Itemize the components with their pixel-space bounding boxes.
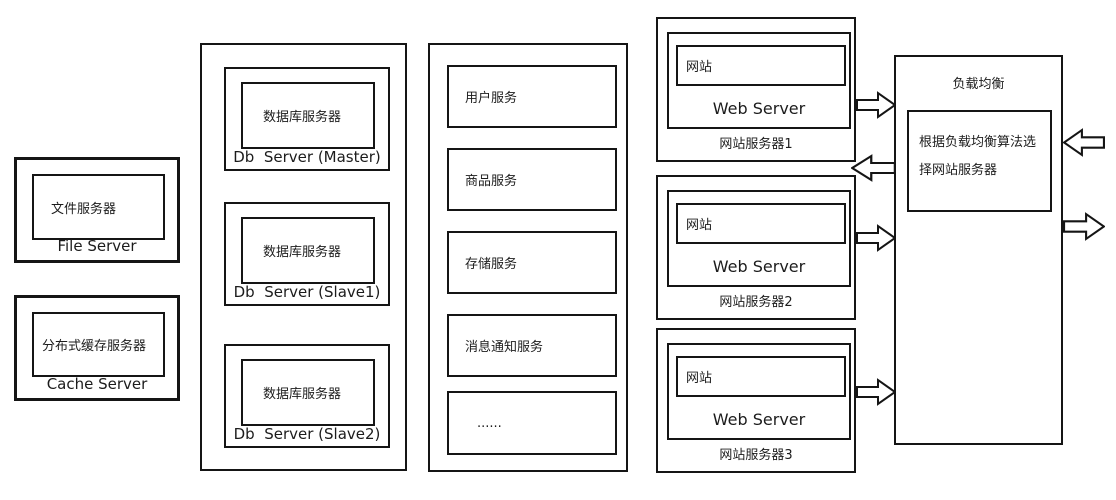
cache-server-box: 分布式缓存服务器 (32, 312, 165, 377)
load-balancer-box: 负载均衡 根据负载均衡算法选择网站服务器 (894, 55, 1063, 445)
cache-server-cn-label: 分布式缓存服务器 (42, 339, 147, 354)
web-server-1-caption: 网站服务器1 (719, 137, 793, 152)
service-storage-box: 存储服务 (447, 231, 617, 294)
web-server-3-site-box: 网站 (676, 356, 846, 397)
db-slave1-group: 数据库服务器 Db Server (Slave1) (224, 202, 390, 306)
file-server-group: 文件服务器 File Server (14, 157, 180, 263)
db-master-cn-label: 数据库服务器 (263, 110, 342, 125)
web-server-3-site-label: 网站 (686, 371, 713, 386)
web-server-2-caption: 网站服务器2 (719, 295, 793, 310)
db-slave2-box: 数据库服务器 (241, 359, 375, 426)
web-server-2-title: Web Server (712, 257, 806, 276)
db-slave1-caption: Db Server (Slave1) (233, 283, 381, 301)
arrow-right-ws1-to-lb-icon (856, 91, 896, 119)
cache-server-caption: Cache Server (46, 375, 148, 393)
db-slave1-cn-label: 数据库服务器 (263, 245, 342, 260)
load-balancer-rule-text: 根据负载均衡算法选择网站服务器 (919, 135, 1037, 178)
file-server-caption: File Server (57, 237, 137, 255)
arrow-left-incoming-request-icon (1063, 128, 1105, 157)
db-slave2-group: 数据库服务器 Db Server (Slave2) (224, 344, 390, 448)
db-slave2-caption: Db Server (Slave2) (233, 425, 381, 443)
service-more-label: ...... (477, 415, 502, 431)
web-server-3-title: Web Server (712, 410, 806, 429)
web-server-2-group: 网站 Web Server 网站服务器2 (656, 175, 856, 320)
web-server-1-site-label: 网站 (686, 60, 713, 75)
service-more-box: ...... (447, 391, 617, 455)
web-server-3-box: 网站 Web Server (667, 343, 851, 440)
load-balancer-rule-box: 根据负载均衡算法选择网站服务器 (907, 110, 1052, 212)
arrow-right-outgoing-response-icon (1063, 212, 1105, 241)
load-balancer-title: 负载均衡 (952, 77, 1005, 92)
db-slave1-box: 数据库服务器 (241, 217, 375, 284)
service-notify-box: 消息通知服务 (447, 314, 617, 377)
db-cluster-column: 数据库服务器 Db Server (Master) 数据库服务器 Db Serv… (200, 43, 407, 471)
arrow-left-lb-to-ws-icon (851, 154, 896, 182)
services-column: 用户服务 商品服务 存储服务 消息通知服务 ...... (428, 43, 628, 472)
db-master-caption: Db Server (Master) (233, 148, 381, 166)
db-master-box: 数据库服务器 (241, 82, 375, 149)
service-user-box: 用户服务 (447, 65, 617, 128)
arrow-right-ws2-to-lb-icon (856, 224, 896, 252)
web-server-1-group: 网站 Web Server 网站服务器1 (656, 17, 856, 162)
web-server-2-site-label: 网站 (686, 218, 713, 233)
web-server-2-site-box: 网站 (676, 203, 846, 244)
file-server-cn-label: 文件服务器 (51, 201, 117, 217)
web-server-1-site-box: 网站 (676, 45, 846, 86)
service-product-box: 商品服务 (447, 148, 617, 211)
web-server-2-box: 网站 Web Server (667, 190, 851, 287)
db-slave2-cn-label: 数据库服务器 (263, 387, 342, 402)
web-server-1-title: Web Server (712, 99, 806, 118)
web-server-3-group: 网站 Web Server 网站服务器3 (656, 328, 856, 473)
service-storage-label: 存储服务 (465, 257, 518, 272)
cache-server-group: 分布式缓存服务器 Cache Server (14, 295, 180, 401)
arrow-right-ws3-to-lb-icon (856, 378, 896, 406)
db-master-group: 数据库服务器 Db Server (Master) (224, 67, 390, 171)
service-product-label: 商品服务 (465, 174, 518, 189)
file-server-box: 文件服务器 (32, 174, 165, 240)
web-server-3-caption: 网站服务器3 (719, 448, 793, 463)
service-notify-label: 消息通知服务 (465, 340, 544, 355)
service-user-label: 用户服务 (465, 91, 518, 106)
web-server-1-box: 网站 Web Server (667, 32, 851, 129)
